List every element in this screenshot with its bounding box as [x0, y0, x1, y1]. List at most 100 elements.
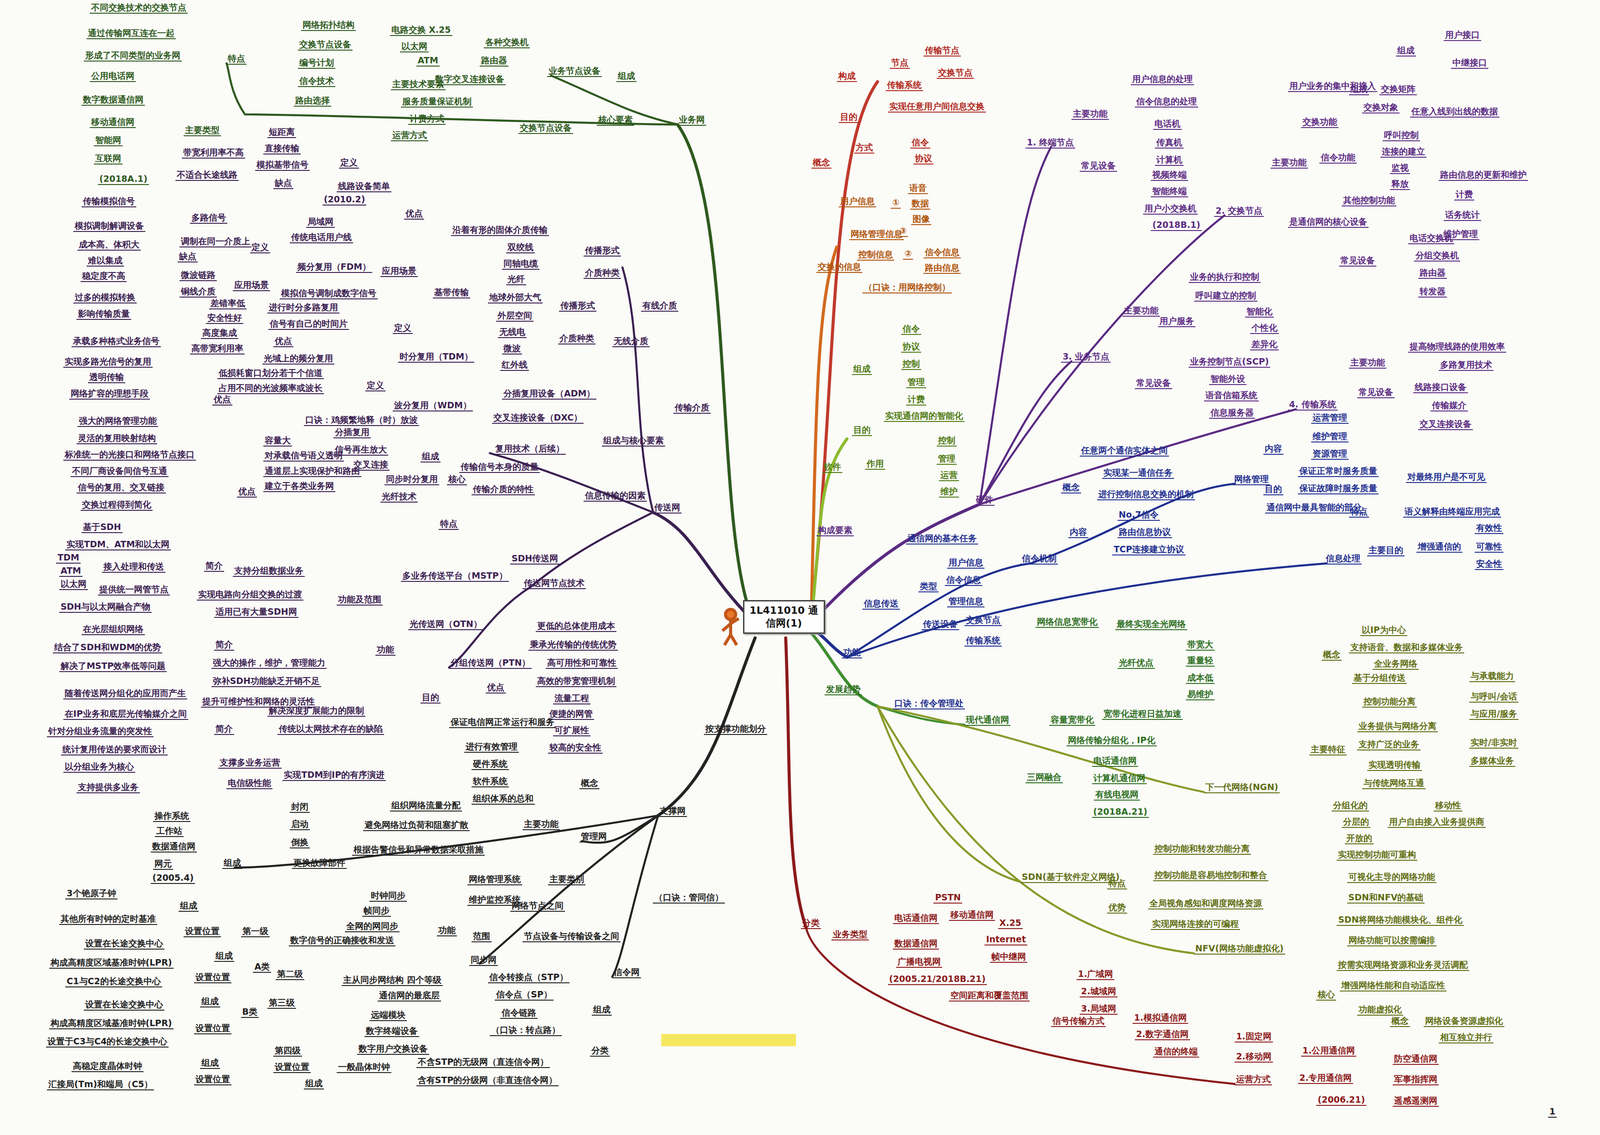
branch-label: 1.模拟通信网	[1132, 1012, 1188, 1024]
branch-label: 双绞线	[506, 241, 535, 254]
branch-label: 传输介质	[673, 402, 711, 414]
branch-label: 传统电话用户线	[289, 231, 354, 244]
branch-label: 核心	[1316, 989, 1337, 1001]
branch-label: 网络功能可以按需编排	[1347, 934, 1437, 947]
branch-label: 缺点	[273, 177, 294, 190]
branch-label: 优点	[273, 335, 294, 348]
branch-label: 计费方式	[408, 113, 446, 125]
branch-label: 实现TDM到IP的有序演进	[282, 769, 386, 781]
branch-label: 带宽大	[1185, 639, 1215, 651]
branch-label: 光纤技术	[380, 491, 418, 503]
branch-label: 1. 终端节点	[1025, 137, 1076, 149]
branch-label: 组成	[214, 950, 235, 962]
branch-label: 增强网络性能和自动适应性	[1339, 979, 1447, 992]
branch-label: 有线电视网	[1093, 789, 1140, 801]
branch-label: 传输节点	[923, 45, 961, 57]
branch-label: 成本高、体积大	[77, 239, 141, 251]
branch-label: ATM	[416, 55, 440, 67]
branch-label: 功能	[436, 924, 457, 937]
branch-label: 红外线	[500, 359, 529, 371]
branch-label: 控制信息	[856, 249, 895, 261]
branch-label: 数字终端设备	[364, 1025, 420, 1037]
branch-label: 光纤优点	[1117, 657, 1155, 669]
branch-label: 通信网的基本任务	[906, 533, 979, 545]
branch-label: 含有STP的分级网（非直连信令网）	[416, 1074, 559, 1087]
branch-label: 网络信息宽带化	[1035, 616, 1099, 628]
branch-label: 传送网节点技术	[522, 577, 586, 590]
branch-label: 业务提供与网络分离	[1357, 720, 1438, 733]
branch-label: 运营方式	[390, 129, 429, 142]
branch-label: 信令信息	[944, 574, 983, 586]
branch-label: 分层的	[1341, 816, 1371, 828]
branch-label: 路由信息的更新和维护	[1438, 169, 1529, 181]
branch-label: 移动性	[1433, 800, 1463, 812]
branch-label: 特点	[1107, 877, 1128, 890]
branch-label: 数字用户交换设备	[357, 1043, 430, 1055]
branch-label: 信令	[901, 323, 922, 335]
branch-label: B类	[241, 1006, 259, 1018]
branch-label: 汇接局(Tm)和端局（C5）	[46, 1078, 154, 1091]
branch-label: 主要功能	[1122, 305, 1160, 317]
branch-label: 组成	[222, 857, 243, 869]
branch-label: 保证电信网正常运行和服务	[449, 716, 556, 729]
center-topic-text: 1L411010 通信网(1)	[748, 604, 820, 630]
branch-label: 简介	[214, 723, 235, 735]
branch-label: 同步时分复用	[384, 473, 440, 486]
branch-label: 任意两个通信实体之间	[1079, 445, 1170, 457]
branch-label: 通道层上实现保护和路由	[263, 465, 362, 477]
branch-label: 直接传输	[263, 143, 301, 155]
branch-label: 外层空间	[496, 310, 534, 322]
branch-label: 传输介质的特性	[471, 483, 535, 496]
branch-label: 高效的带宽管理机制	[535, 675, 617, 688]
branch-label: 构成高精度区域基准时钟(LPR)	[49, 1017, 174, 1030]
branch-label: 全业务网络	[1372, 658, 1419, 670]
branch-label: 网络传输分组化，IP化	[1066, 734, 1157, 747]
branch-label: 常见设备	[1134, 377, 1173, 390]
branch-label: 功能虚拟化	[1357, 1004, 1404, 1016]
branch-label: 多业务传送平台（MSTP）	[400, 570, 509, 582]
branch-label: 微波链路	[179, 269, 217, 282]
branch-label: 资源管理	[1311, 448, 1349, 460]
branch-label: (2018A.21)	[1092, 806, 1149, 818]
branch-label: 在光层组织网络	[81, 623, 145, 636]
branch-label: 信号有自己的时间片	[268, 318, 349, 330]
branch-label: 传播形式	[558, 300, 597, 312]
branch-label: 网络管理	[1232, 473, 1271, 486]
branch-label: 个性化	[1250, 322, 1279, 334]
branch-label: 信息传输的因素	[583, 490, 647, 502]
branch-label: (2005.21/2018B.21)	[887, 973, 988, 985]
branch-label: 分组化的	[1331, 800, 1370, 812]
branch-label: 用户服务	[1158, 315, 1196, 328]
branch-label: 组成	[420, 451, 441, 463]
branch-label: 口诀：传令管理处	[892, 697, 965, 710]
branch-label: SDN和NFV的基础	[1347, 892, 1426, 904]
branch-label: 电路交换 X.25	[389, 24, 453, 36]
branch-label: 设置于C3与C4的长途交换中心	[46, 1035, 169, 1048]
branch-label: 概念	[1389, 1015, 1411, 1027]
branch-label: 传播形式	[583, 245, 621, 257]
branch-label: 通过传输网互连在一起	[86, 27, 176, 40]
branch-label: 目的	[1263, 483, 1284, 496]
branch-label: 业务类型	[831, 928, 869, 941]
branch-label: 是通信网的核心设备	[1287, 216, 1369, 228]
branch-label: 主要功能	[1270, 157, 1308, 169]
branch-label: 编号计划	[297, 57, 336, 69]
branch-label: 呼叫控制	[1382, 129, 1421, 142]
branch-label: 支持广泛的业务	[1357, 738, 1421, 751]
branch-label: 目的	[851, 424, 872, 436]
branch-label: (2010.2)	[322, 194, 367, 206]
branch-label: 高稳定度晶体时钟	[71, 1060, 144, 1072]
branch-label: 数据	[910, 198, 931, 210]
branch-label: TDM	[56, 552, 81, 564]
branch-label: 通信的终端	[1153, 1046, 1200, 1058]
branch-label: 传输信号本身的质量	[459, 461, 540, 473]
branch-label: 秉承光传输的传统优势	[528, 639, 618, 651]
branch-label: ③	[897, 225, 908, 237]
branch-label: 定义	[392, 322, 413, 334]
branch-label: 调制在同一介质上	[179, 235, 252, 248]
center-topic-box: 1L411010 通信网(1)	[743, 600, 826, 634]
branch-label: 实现透明传输	[1367, 759, 1422, 771]
branch-label: 设置位置	[194, 1073, 232, 1086]
branch-label: 设置位置	[273, 1061, 311, 1073]
branch-label: 数字信号的正确接收和发送	[288, 934, 396, 947]
